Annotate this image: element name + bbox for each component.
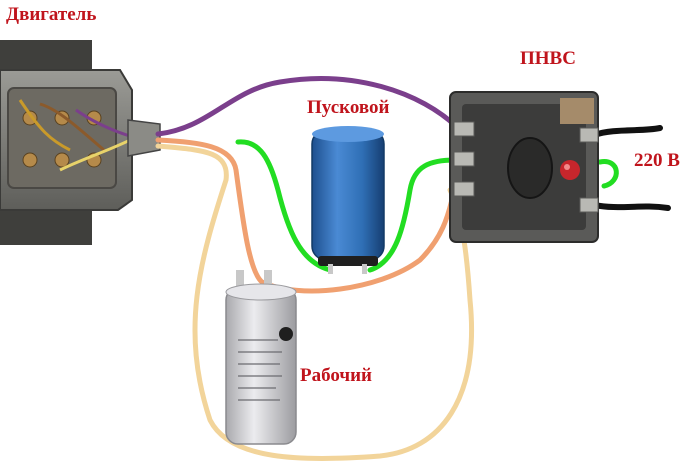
cable-gland [127, 119, 161, 157]
switch-button-housing [507, 137, 553, 199]
run-capacitor-print [238, 339, 282, 401]
voltage-label: 220 В [634, 150, 680, 171]
wire-green [235, 139, 458, 273]
run-capacitor-mark [279, 327, 293, 341]
switch-label: ПНВС [520, 48, 576, 69]
motor-internal-wires [18, 99, 131, 172]
run-capacitor [225, 270, 297, 445]
start-capacitor-top [312, 126, 384, 142]
wire-beige [155, 143, 474, 461]
run-capacitor-label: Рабочий [300, 365, 372, 386]
start-capacitor [311, 126, 385, 274]
switch-top-clip [560, 98, 594, 124]
start-capacitor-label: Пусковой [307, 97, 390, 118]
wire-mains-bottom [591, 202, 671, 211]
switch-pnvs [449, 91, 599, 243]
switch-terminals [453, 121, 599, 213]
start-capacitor-base [318, 256, 378, 266]
motor [0, 40, 161, 245]
wire-purple [155, 76, 463, 137]
terminal-screws [22, 110, 102, 168]
wire-green-switch [597, 159, 619, 189]
motor-label: Двигатель [6, 4, 97, 25]
wire-mains-top [591, 125, 663, 138]
